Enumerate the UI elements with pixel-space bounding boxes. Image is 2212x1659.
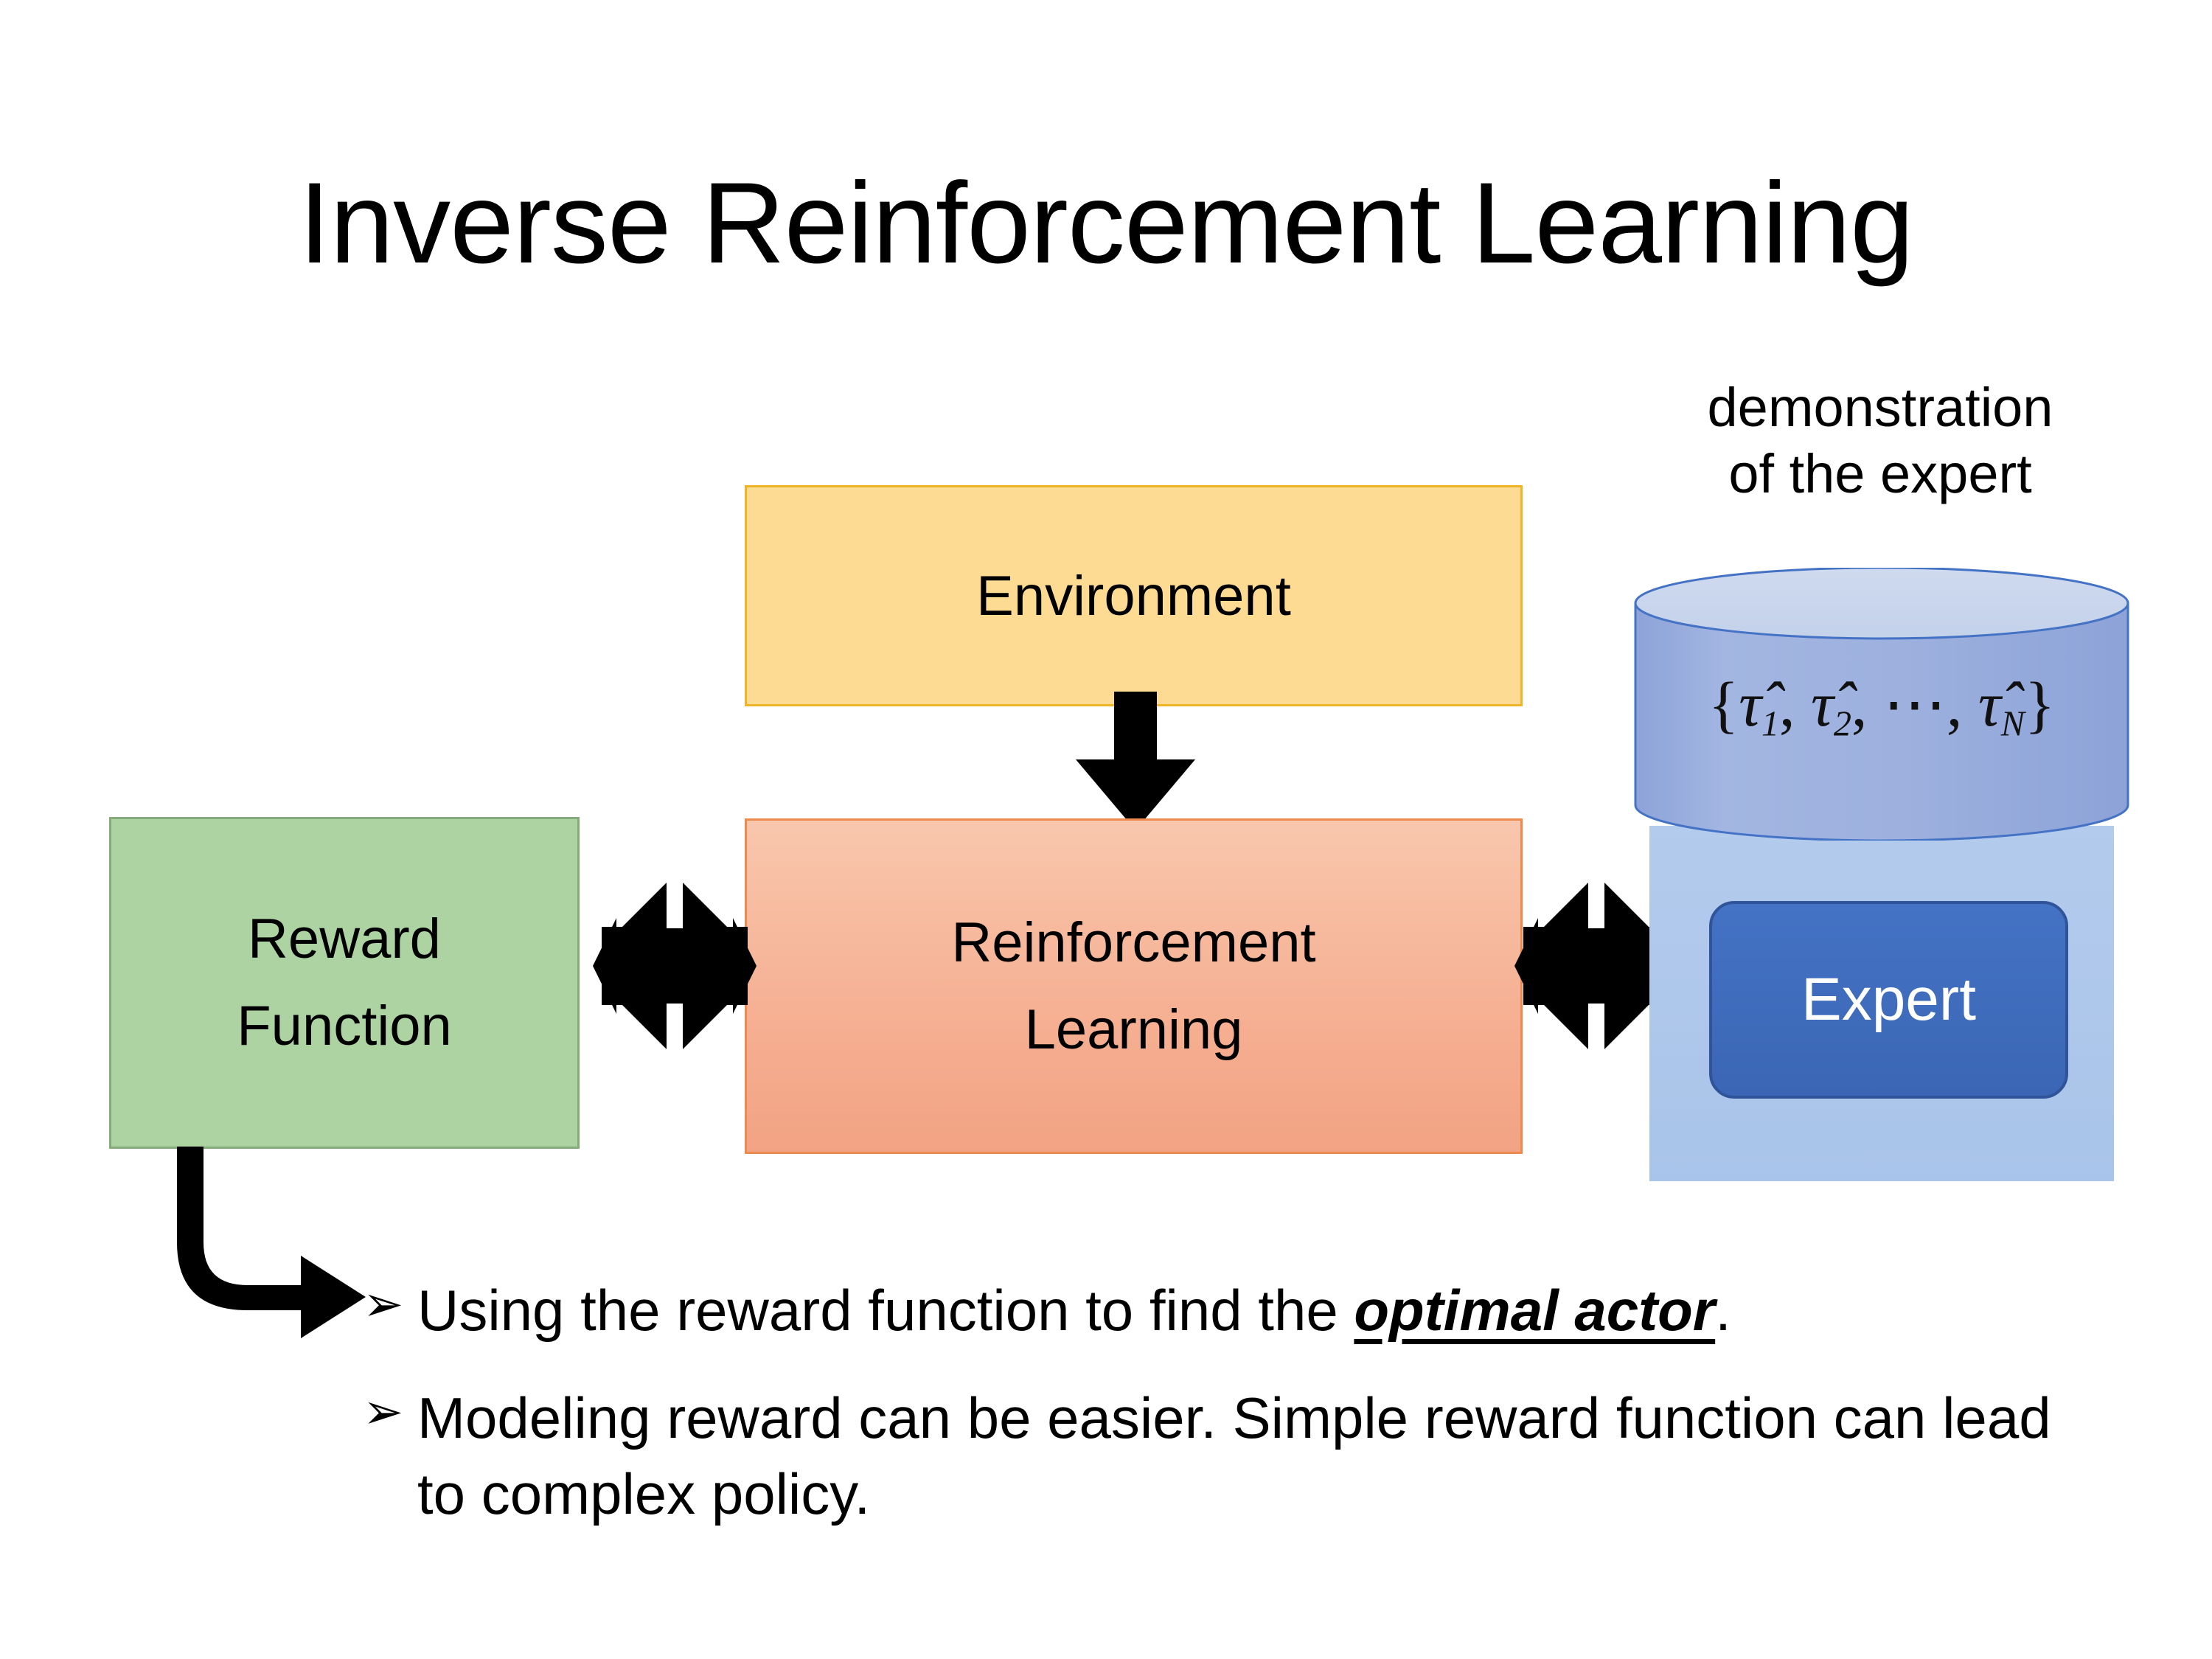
expert-box[interactable]: Expert — [1709, 901, 2068, 1099]
demonstration-caption-line1: demonstration — [1707, 377, 2053, 438]
bullet-marker-icon: ➢ — [363, 1383, 404, 1439]
page-title: Inverse Reinforcement Learning — [299, 159, 1914, 288]
expert-box-label: Expert — [1801, 966, 1976, 1033]
environment-box-label: Environment — [976, 564, 1291, 627]
reward-box-label-line2: Function — [237, 995, 452, 1057]
demonstration-caption-line2: of the expert — [1728, 443, 2032, 505]
bullet-marker-icon: ➢ — [363, 1276, 404, 1331]
bullet-text-2: Modeling reward can be easier. Simple re… — [417, 1385, 2051, 1527]
environment-box[interactable]: Environment — [745, 485, 1523, 706]
reward-box-label-line1: Reward — [248, 908, 441, 971]
list-item: ➢ Using the reward function to find the … — [363, 1273, 2059, 1349]
bullet-1-prefix: Using the reward function to find the — [417, 1278, 1354, 1343]
demonstration-caption: demonstration of the expert — [1633, 375, 2127, 508]
quad-arrow-reward-rl-icon — [593, 880, 757, 1052]
reinforcement-learning-box[interactable]: Reinforcement Learning — [745, 818, 1523, 1154]
demonstration-cylinder[interactable] — [1631, 568, 2132, 841]
list-item: ➢ Modeling reward can be easier. Simple … — [363, 1380, 2059, 1533]
bullet-text-1: Using the reward function to find the op… — [417, 1273, 2059, 1349]
bullet-list: ➢ Using the reward function to find the … — [363, 1273, 2059, 1564]
down-arrow-icon — [1076, 692, 1195, 830]
quad-arrow-rl-expert-icon — [1514, 880, 1678, 1052]
rl-box-label-line1: Reinforcement — [951, 911, 1316, 974]
rl-box-label-line2: Learning — [1024, 998, 1243, 1061]
bullet-1-suffix: . — [1715, 1278, 1731, 1343]
bullet-1-emphasis: optimal actor — [1354, 1278, 1716, 1343]
reward-function-box[interactable]: Reward Function — [109, 817, 580, 1149]
bent-arrow-icon — [177, 1147, 366, 1338]
